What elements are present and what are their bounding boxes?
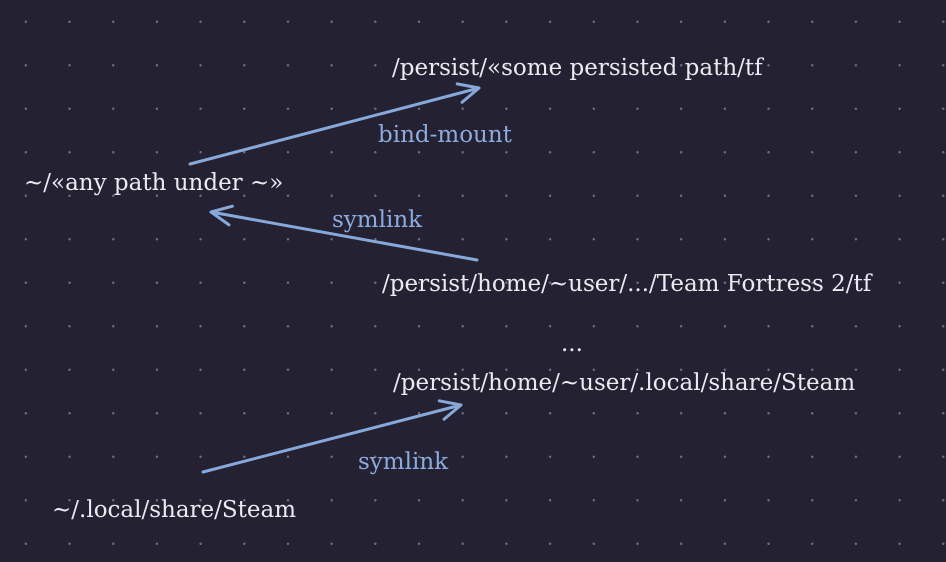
symlink-label-1: symlink [332,207,423,233]
symlink-arrow-1 [209,204,479,262]
symlink-label-2: symlink [358,449,449,475]
node-persist-steam: /persist/home/~user/.local/share/Steam [393,370,856,396]
bind-mount-label: bind-mount [378,122,512,148]
symlink-arrow-2 [201,399,463,474]
node-home-steam: ~/.local/share/Steam [52,497,297,523]
node-persist-tf2: /persist/home/~user/.../Team Fortress 2/… [382,271,872,297]
node-home-any-path: ~/«any path under ~» [24,170,284,196]
node-persist-some-path: /persist/«some persisted path/tf [392,55,763,81]
bind-mount-arrow [188,82,481,166]
ellipsis-text: ... [561,331,583,357]
